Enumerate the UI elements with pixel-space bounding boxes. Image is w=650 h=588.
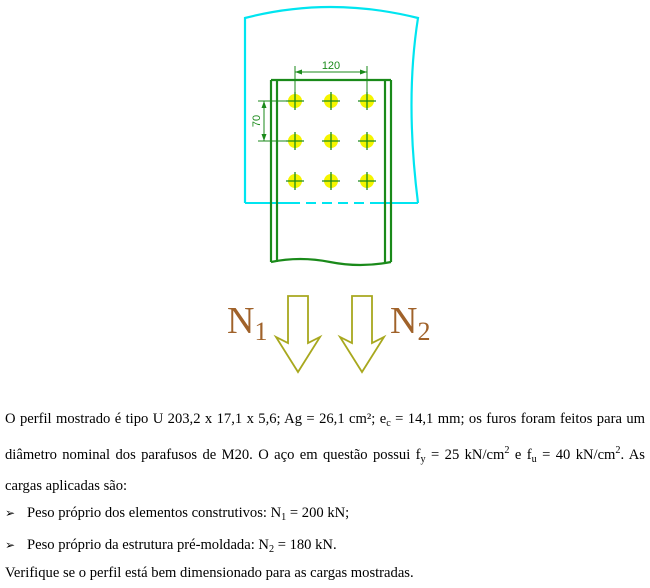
arrow-bullet-icon: ➢ [5,506,16,520]
load-label-n2: N2 [390,300,430,346]
list-item: ➢Peso próprio da estrutura pré-moldada: … [5,537,337,555]
u-profile [269,78,393,267]
load-arrow-n2 [337,295,387,374]
bolt [286,172,304,190]
bolt [322,92,340,110]
bolt [358,172,376,190]
problem-statement: O perfil mostrado é tipo U 203,2 x 17,1 … [5,411,645,494]
load-arrow-n1 [273,295,323,374]
bolt-group [286,92,376,190]
load-label-n1: N1 [227,300,267,346]
question-text: Verifique se o perfil está bem dimension… [5,565,414,581]
bolt [358,132,376,150]
bolt [286,92,304,110]
arrow-bullet-icon: ➢ [5,538,16,552]
dimension-vertical-label: 70 [251,115,263,127]
dimension-vertical [258,100,286,142]
dimension-horizontal [294,66,368,92]
bolt [322,172,340,190]
bolt [286,132,304,150]
dimension-horizontal-label: 120 [322,60,340,72]
bolt [322,132,340,150]
gusset-plate [243,5,420,204]
connection-figure: 120 70 N1 N2 [227,5,430,374]
bolt [358,92,376,110]
list-item: ➢Peso próprio dos elementos construtivos… [5,505,350,523]
